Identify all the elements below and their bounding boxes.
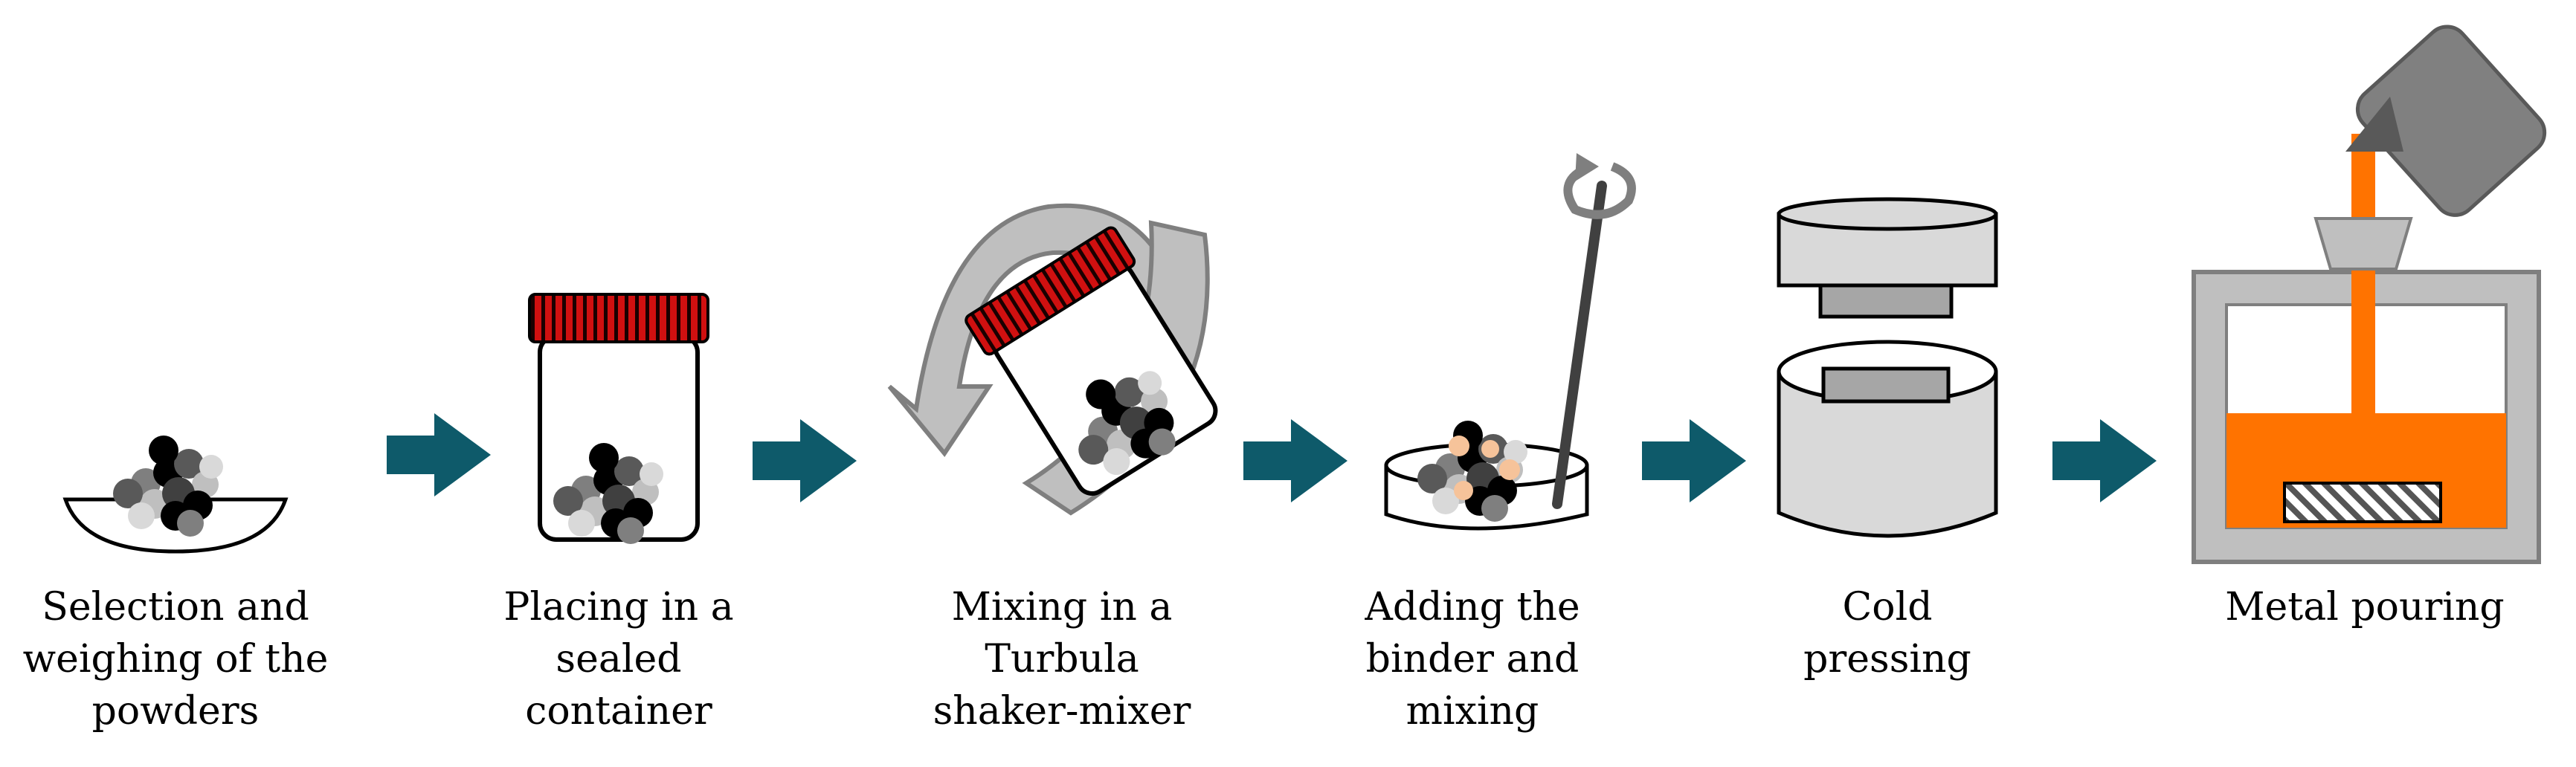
- mold-icon: [2192, 134, 2541, 564]
- step-label-mixing: Mixing in a Turbula shaker-mixer: [898, 581, 1226, 737]
- turbula-mixer-icon: [887, 203, 1218, 516]
- caption-line: sealed: [556, 637, 682, 682]
- step-label-placing: Placing in a sealed container: [455, 581, 782, 737]
- step-label-selection: Selection and weighing of the powders: [12, 581, 339, 737]
- caption-line: shaker-mixer: [933, 689, 1191, 734]
- arrow-icon: [1243, 419, 1347, 502]
- ladle-icon: [2345, 25, 2547, 217]
- caption-line: binder and: [1365, 637, 1580, 682]
- caption-line: powders: [91, 689, 260, 734]
- caption-line: pressing: [1803, 637, 1971, 682]
- caption-line: Metal pouring: [2225, 585, 2505, 630]
- sealed-container-icon: [528, 293, 709, 544]
- arrow-icon: [1642, 419, 1746, 502]
- caption-line: Turbula: [985, 637, 1139, 682]
- caption-line: Placing in a: [503, 585, 734, 630]
- caption-line: weighing of the: [22, 637, 329, 682]
- caption-line: Selection and: [42, 585, 309, 630]
- caption-line: Mixing in a: [951, 585, 1173, 630]
- caption-line: container: [525, 689, 712, 734]
- weighing-boat-icon: [62, 436, 289, 554]
- step-label-binder: Adding the binder and mixing: [1309, 581, 1636, 737]
- cold-press-icon: [1777, 197, 1998, 538]
- binder-dish-icon: [1384, 421, 1589, 531]
- arrow-icon: [2052, 419, 2157, 502]
- caption-line: Adding the: [1365, 585, 1580, 630]
- step-label-pouring: Metal pouring: [2201, 581, 2528, 633]
- caption-line: mixing: [1405, 689, 1539, 734]
- arrow-icon: [387, 413, 491, 496]
- caption-line: Cold: [1842, 585, 1933, 630]
- step-label-pressing: Cold pressing: [1724, 581, 2051, 685]
- stirring-rod-icon: [1552, 153, 1636, 509]
- arrow-icon: [753, 419, 857, 502]
